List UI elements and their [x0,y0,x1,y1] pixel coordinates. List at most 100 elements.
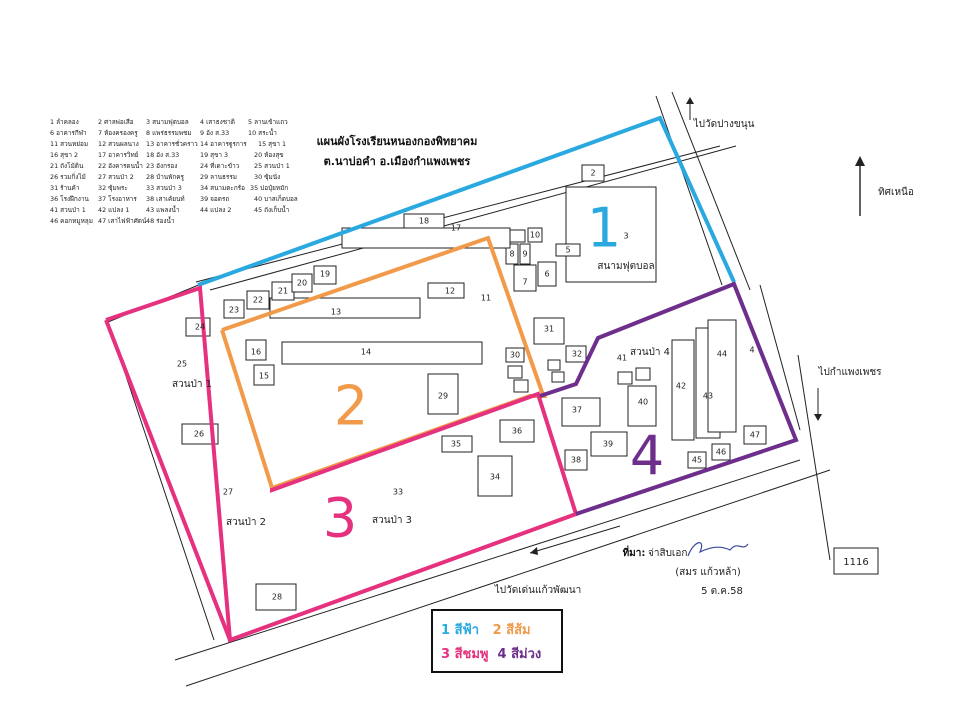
bldg-37: 37 [572,406,582,415]
bldg-36: 36 [512,427,522,436]
roads [107,91,831,687]
svg-text:43 แพลงน้ำ: 43 แพลงน้ำ [146,205,180,214]
zone-1-boundary [197,115,736,287]
svg-text:23 อังกรอง: 23 อังกรอง [146,162,177,170]
svg-text:17 อาคารวิทย์: 17 อาคารวิทย์ [98,151,139,159]
svg-text:30 ซุ้มนั่ง: 30 ซุ้มนั่ง [254,172,280,181]
source-date: 5 ต.ค.58 [701,586,743,597]
svg-text:41 สวนป่า 1: 41 สวนป่า 1 [50,206,86,214]
source-text: จ่าสิบเอก [648,548,687,559]
bldg-46: 46 [716,448,726,457]
bldg-7: 7 [522,278,527,287]
svg-text:38 เสาเค้ยนท์: 38 เสาเค้ยนท์ [146,195,185,203]
bldg-45: 45 [692,456,702,465]
road-labels: ไปวัดปางขนุน ไปกำแพงเพชร ไปวัดเด่นแก้วพั… [494,97,882,596]
north-arrow: ทิศเหนือ [855,156,914,216]
zone-4-number: 4 [630,425,664,488]
svg-text:2 ศาลพ่อเสือ: 2 ศาลพ่อเสือ [98,118,134,126]
source-label: ที่มา: [623,545,646,559]
bldg-10: 10 [530,231,540,240]
svg-text:39 จอดรถ: 39 จอดรถ [200,195,229,203]
zone-numbers: 1 2 3 4 [323,197,664,550]
bldg-9: 9 [522,250,527,259]
place-names: สนามฟุตบอล สวนป่า 1 สวนป่า 2 สวนป่า 3 สว… [172,261,670,528]
bldg-14: 14 [361,348,371,357]
building-key: 1 ลำคลอง 2 ศาลพ่อเสือ 3 สนามฟุตบอล 4 เสา… [50,118,298,225]
bldg-43: 43 [703,392,713,401]
legend-zone-4: 4 สีม่วง [497,647,542,662]
svg-text:11 สวนหย่อม: 11 สวนหย่อม [50,140,88,148]
svg-text:3 สนามฟุตบอล: 3 สนามฟุตบอล [146,118,189,126]
bldg-26: 26 [194,430,204,439]
title-line-1: แผนผังโรงเรียนหนองกองพิทยาคม [317,134,478,148]
svg-text:24 ที่เดาะข้าว: 24 ที่เดาะข้าว [200,161,240,170]
bldg-31: 31 [544,325,554,334]
svg-text:15 สุขา 1: 15 สุขา 1 [258,140,286,148]
forest-4-label: สวนป่า 4 [630,347,670,358]
svg-text:5 ลานเข้าแถว: 5 ลานเข้าแถว [248,118,288,126]
svg-text:7 ห้องครองครู: 7 ห้องครองครู [98,129,138,137]
svg-text:26 รวมกิ่งไม้: 26 รวมกิ่งไม้ [50,172,86,181]
bldg-8: 8 [509,250,514,259]
bldg-18: 18 [419,217,429,226]
bldg-2: 2 [590,169,595,178]
legend-zone-1: 1 สีฟ้า [441,623,480,638]
zone-boundaries [104,115,799,643]
svg-text:35 บ่อปุ๋ยหมัก: 35 บ่อปุ๋ยหมัก [250,184,288,192]
bldg-24: 24 [195,323,205,332]
svg-text:34 สนามตะกร้อ: 34 สนามตะกร้อ [200,184,245,192]
road-top-label: ไปวัดปางขนุน [693,118,755,130]
bldg-20: 20 [297,279,307,288]
zone-3-left [104,319,232,641]
svg-text:12 สวนผลนาง: 12 สวนผลนาง [98,140,139,148]
svg-text:46 คอกหมูหลุม: 46 คอกหมูหลุม [50,217,93,225]
svg-text:9 อ้ง ส.33: 9 อ้ง ส.33 [200,129,229,137]
svg-text:21 ถังโม้ดิน: 21 ถังโม้ดิน [50,162,84,170]
building-labels: 2 3 4 5 6 7 8 9 10 11 12 13 14 15 16 17 … [177,169,760,602]
bldg-28: 28 [272,593,282,602]
bldg-11: 11 [481,294,491,303]
bldg-21: 21 [278,287,288,296]
svg-text:42 แปลง 1: 42 แปลง 1 [98,206,129,214]
map-title: แผนผังโรงเรียนหนองกองพิทยาคม ต.นาบ่อคำ อ… [317,134,478,168]
svg-text:22 อังคารดนน้ำ: 22 อังคารดนน้ำ [98,161,143,170]
bldg-35: 35 [451,440,461,449]
svg-text:14 อาคารฐูรการ: 14 อาคารฐูรการ [200,140,247,148]
zone-2-number: 2 [334,375,368,438]
bldg-3: 3 [623,232,628,241]
zone-4-boundary [539,281,799,516]
svg-text:25 สวนป่า 1: 25 สวนป่า 1 [254,162,290,170]
svg-text:16 สุขา 2: 16 สุขา 2 [50,151,78,159]
bldg-33: 33 [393,488,403,497]
zone-3-number: 3 [323,487,357,550]
forest-2-label: สวนป่า 2 [226,517,266,528]
bldg-40: 40 [638,398,648,407]
bldg-13: 13 [331,308,341,317]
bldg-42: 42 [676,382,686,391]
svg-text:48 ร่องน้ำ: 48 ร่องน้ำ [146,216,175,225]
route-number: 1116 [843,557,868,568]
route-sign [833,547,879,575]
bldg-17: 17 [451,224,461,233]
svg-text:29 ลานธรรม: 29 ลานธรรม [200,173,237,181]
source-credit: ที่มา: จ่าสิบเอก (สมร แก้วหล้า) 5 ต.ค.58 [623,542,749,597]
legend-zone-2: 2 สีส้ม [492,623,531,638]
bldg-32: 32 [572,350,582,359]
bldg-15: 15 [259,372,269,381]
svg-text:6 อาคารกีฬา: 6 อาคารกีฬา [50,129,87,137]
source-name: (สมร แก้วหล้า) [675,566,741,578]
svg-text:18 อัง ส.33: 18 อัง ส.33 [146,151,179,159]
bldg-23: 23 [229,306,239,315]
svg-text:28 บ้านพักครู: 28 บ้านพักครู [146,173,185,181]
bldg-30: 30 [510,351,520,360]
legend-zone-3: 3 สีชมพู [441,647,489,662]
svg-text:40 บาสเก็ตบอล: 40 บาสเก็ตบอล [254,194,298,203]
svg-text:10 สระน้ำ: 10 สระน้ำ [248,128,277,137]
svg-text:27 สวนป่า 2: 27 สวนป่า 2 [98,173,134,181]
svg-text:33 สวนป่า 3: 33 สวนป่า 3 [146,184,182,192]
road-bottom-label: ไปวัดเด่นแก้วพัฒนา [494,584,581,596]
bldg-19: 19 [320,270,330,279]
bldg-22: 22 [253,296,263,305]
road-right-label: ไปกำแพงเพชร [817,366,882,378]
zone-1-number: 1 [587,197,621,260]
